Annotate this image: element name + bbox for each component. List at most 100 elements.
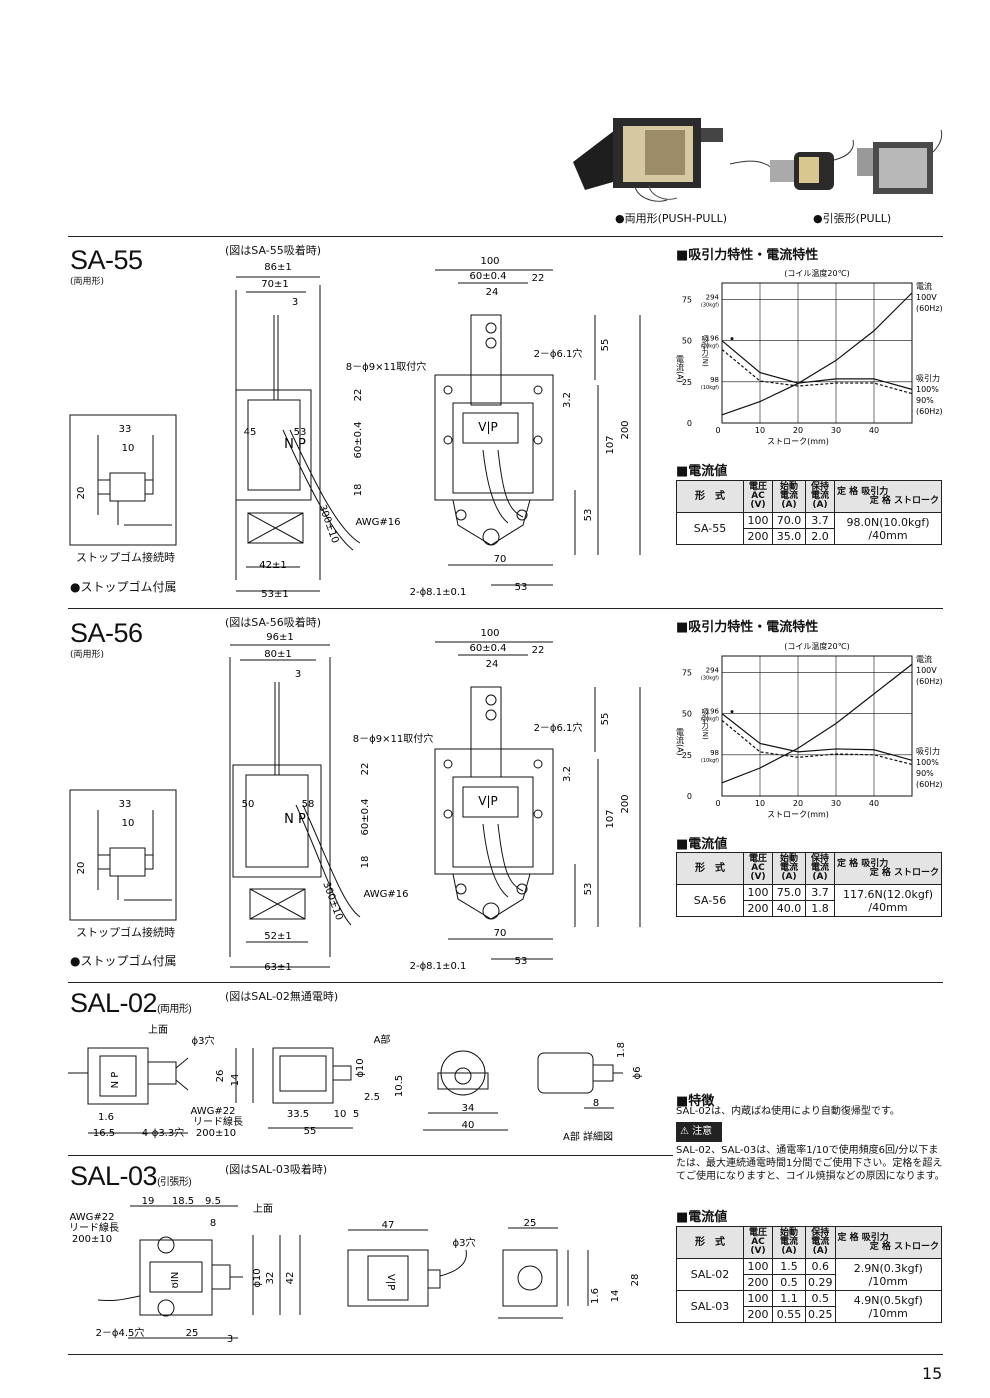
sal03-fig-caption: (図はSAL-03吸着時) [225, 1163, 328, 1176]
y-tick-a: 75 [682, 668, 692, 677]
stop-20: 20 [76, 487, 87, 500]
chart-temp: (コイル温度20℃) [784, 268, 849, 278]
dim-22t: 22 [532, 273, 545, 284]
sal03-19: 19 [142, 1196, 155, 1207]
y-tick-kgf: (30kgf) [701, 302, 719, 308]
sa56-fig-caption: (図はSA-56吸着時) [225, 616, 322, 629]
table-cell: 35.0 [772, 528, 806, 545]
dim-3: 3 [292, 297, 298, 308]
series-line-2 [721, 349, 913, 395]
sa55-np: N P [284, 437, 306, 452]
sal02-rated: 2.9N(0.3kgf) /10mm [834, 1258, 942, 1291]
y-label-a: 電流(A) [676, 355, 685, 383]
table-cell: 0.5 [772, 1274, 806, 1291]
sa55-stop-caption: ストップゴム接続時 [76, 551, 175, 564]
sal02-18: 1.8 [616, 1042, 627, 1058]
sal03-28: 28 [630, 1274, 641, 1287]
features-text: SAL-02は、内蔵ばね使用により自動復帰型です。 [676, 1106, 900, 1117]
sal02-hole3: ϕ3穴 [192, 1034, 215, 1047]
table-cell: 0.6 [805, 1258, 836, 1275]
dim-53c: 53 [583, 883, 594, 896]
stop-33: 33 [119, 799, 132, 810]
sal02-40: 40 [462, 1120, 475, 1131]
sal02-5: 5 [353, 1109, 359, 1120]
table-cell: 1.1 [772, 1290, 806, 1307]
y-tick-kgf: (20kgf) [701, 344, 719, 350]
table-cell: 100 [743, 1290, 773, 1307]
y-tick-n: 98 [710, 749, 719, 757]
y-label-n: 吸引力(N) [701, 708, 709, 740]
dim-rot: 60±0.4 [360, 798, 371, 835]
x-label: ストローク(mm) [767, 437, 829, 446]
dim-hole: 8－ϕ9×11取付穴 [353, 732, 433, 745]
th-start: 始動 電流 (A) [772, 1226, 806, 1259]
page-number: 15 [922, 1364, 943, 1383]
stop-10: 10 [122, 443, 135, 454]
x-label: ストローク(mm) [767, 810, 829, 819]
sa55-vp: V|P [478, 420, 498, 434]
sa55-rated: 98.0N(10.0kgf) /40mm [834, 512, 942, 545]
th-type: 形 式 [676, 1226, 744, 1259]
series-line-0 [721, 292, 913, 416]
sal02-fig-caption: (図はSAL-02無通電時) [225, 990, 339, 1003]
th-voltage: 電圧 AC (V) [743, 1226, 773, 1259]
y-tick-kgf: (10kgf) [701, 758, 719, 764]
sal03-42: 42 [285, 1272, 296, 1285]
sal03-rated: 4.9N(0.5kgf) /10mm [834, 1290, 942, 1323]
table-cell: 0.55 [772, 1306, 806, 1323]
series-line-2 [721, 719, 913, 766]
dim-53: 53±1 [261, 589, 288, 600]
dim-200: 200 [620, 794, 631, 813]
stop-rubber-frame [69, 414, 177, 546]
table-cell: 100 [743, 512, 773, 529]
sal02-title-text: SAL-02 [70, 988, 158, 1018]
y-label-n: 吸引力(N) [701, 335, 709, 367]
sal02-26: 26 [215, 1070, 226, 1083]
table-cell: 3.7 [805, 512, 835, 529]
table-cell: 40.0 [772, 900, 806, 917]
dim-18: 18 [353, 484, 364, 497]
dim-53d: 53 [515, 582, 528, 593]
sal02-title: SAL-02(両用形) [70, 988, 192, 1018]
caution-text: SAL-02、SAL-03は、通電率1/10で使用頻度6回/分以下または、最大連… [676, 1145, 945, 1182]
stop-33: 33 [119, 424, 132, 435]
dim-63: 63±1 [264, 962, 291, 973]
sa56-chart: (コイル温度20℃)7550250294(30kgf)196(20kgf)98(… [676, 641, 943, 819]
dim-100: 100 [480, 256, 499, 267]
push-pull-caption: ●両用形(PUSH-PULL) [615, 212, 728, 225]
sa56-model: SA-56 [676, 884, 744, 917]
y-tick-n: 98 [710, 376, 719, 384]
y-tick-kgf: (10kgf) [701, 385, 719, 391]
sal02-lead-len: 200±10 [196, 1128, 236, 1139]
sal02-10: 10 [334, 1109, 347, 1120]
dim-42: 42±1 [259, 560, 286, 571]
dim-hole61: 2－ϕ6.1穴 [534, 347, 583, 360]
sa55-accessory: ●ストップゴム付属 [70, 580, 177, 594]
series-line-0 [721, 663, 913, 784]
dim-55: 55 [600, 339, 611, 352]
dim-52: 52±1 [264, 931, 291, 942]
sal02-34: 34 [462, 1103, 475, 1114]
sal03-top: 上面 [253, 1203, 273, 1215]
table-cell: 0.5 [805, 1290, 836, 1307]
th-hold: 保持 電流 (A) [805, 1226, 836, 1259]
dim-24: 24 [486, 659, 499, 670]
sal03-awg: AWG#22 [69, 1212, 114, 1223]
y-tick-a: 25 [682, 751, 692, 760]
dim-22t: 22 [532, 645, 545, 656]
sal02-awg: AWG#22 [190, 1106, 235, 1117]
sal02-model: SAL-02 [676, 1258, 744, 1291]
dim-22: 22 [360, 763, 371, 776]
th-rated: 定 格 吸引力定 格 ストローク [834, 480, 942, 513]
dim-100: 100 [480, 628, 499, 639]
sal03-holes45: 2－ϕ4.5穴 [96, 1326, 145, 1339]
sal03-32: 32 [265, 1272, 276, 1285]
sal02-55: 55 [304, 1126, 317, 1137]
th-rated: 定 格 吸引力定 格 ストローク [834, 852, 942, 885]
sa56-spec-table: 形 式 電圧 AC (V) 始動 電流 (A) 保持 電流 (A) 定 格 吸引… [676, 852, 942, 917]
dim-96: 96±1 [266, 632, 293, 643]
push-pull-photo [573, 118, 723, 202]
table-cell: 70.0 [772, 512, 806, 529]
dim-45: 45 [244, 427, 257, 438]
caution-label: 注意 [692, 1126, 713, 1137]
